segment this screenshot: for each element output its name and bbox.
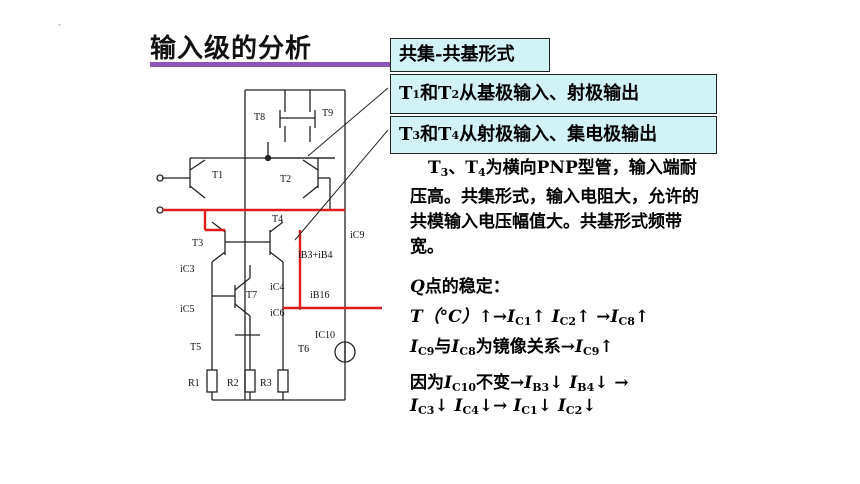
box3-sub-a: 3 xyxy=(412,128,421,142)
l1-d: ↑ xyxy=(634,307,650,327)
l2-s2: C8 xyxy=(459,345,476,358)
label-ic5: iC5 xyxy=(180,304,194,315)
box2-sub-a: 1 xyxy=(412,87,421,101)
l4-s3: C1 xyxy=(521,404,538,417)
callout-pointers xyxy=(294,87,389,241)
label-ib16: iB16 xyxy=(310,290,329,301)
l2-s3: C9 xyxy=(582,345,600,358)
l1-b: ↑ xyxy=(531,307,552,327)
l3-s3: B4 xyxy=(577,381,595,394)
label-ic4: iC4 xyxy=(270,282,284,293)
box2-sub-b: 2 xyxy=(451,87,460,101)
l1-a: T（°C）↑→ xyxy=(410,307,508,327)
q-line-1: T（°C）↑→IC1↑ IC2↑ →IC8↑ xyxy=(410,302,649,328)
l3-a: 因为 xyxy=(410,373,444,393)
l1-i3: I xyxy=(610,307,619,327)
l3-i2: I xyxy=(524,373,533,393)
label-r3: R3 xyxy=(260,378,272,389)
l3-s2: B3 xyxy=(532,381,550,394)
q-line-2: IC9与IC8为镜像关系→IC9↑ xyxy=(410,332,614,358)
q-point-title: Q点的稳定： xyxy=(410,272,510,297)
l4-b: ↓→ xyxy=(478,396,514,416)
l2-c: ↑ xyxy=(599,337,614,357)
box3-text-c: 从射极输入、集电极输出 xyxy=(459,124,658,145)
label-t1: T1 xyxy=(212,170,223,181)
q-line-3: 因为IC10不变→IB3↓ IB4↓ → xyxy=(410,368,629,394)
box3-sub-b: 4 xyxy=(451,128,460,142)
l1-i1: I xyxy=(507,307,516,327)
box3-text-a: T xyxy=(399,124,413,145)
l4-i2: I xyxy=(454,396,463,416)
l2-b: 为镜像关系→ xyxy=(475,337,575,357)
para-sep: 、T xyxy=(448,158,478,178)
label-r2: R2 xyxy=(227,378,239,389)
l2-s1: C9 xyxy=(417,345,435,358)
corner-mark: - xyxy=(58,20,62,30)
l4-i1: I xyxy=(410,396,418,416)
l4-s4: C2 xyxy=(565,404,583,417)
l3-d: ↓ → xyxy=(594,373,629,393)
label-ic9: iC9 xyxy=(350,230,364,241)
l3-c: ↓ xyxy=(549,373,570,393)
description-paragraph: T3、T4为横向PNP型管，输入端耐压高。共集形式，输入电阻大，允许的共模输入电… xyxy=(410,156,710,260)
label-t7: T7 xyxy=(246,290,257,301)
l3-b: 不变→ xyxy=(476,373,525,393)
para-t: T xyxy=(428,158,441,178)
circuit-labels: T8 T9 T1 T2 T3 T4 iC3 iC5 T7 iC4 iC6 iB3… xyxy=(180,108,364,389)
label-t6: T6 xyxy=(298,344,309,355)
l4-s2: C4 xyxy=(462,404,479,417)
l1-s3: C8 xyxy=(618,315,635,328)
label-t4: T4 xyxy=(272,214,283,225)
label-t9: T9 xyxy=(322,108,333,119)
q-letter: Q xyxy=(410,277,425,297)
label-r1: R1 xyxy=(188,378,200,389)
q-line-4: IC3↓ IC4↓→ IC1↓ IC2↓ xyxy=(410,396,597,417)
callout-cc-cb-form: 共集-共基形式 xyxy=(390,38,550,72)
l3-i1: I xyxy=(444,373,452,393)
para-sub4: 4 xyxy=(477,166,486,179)
box3-text-b: 和T xyxy=(420,124,452,145)
circuit-wires xyxy=(156,89,356,401)
para-sub3: 3 xyxy=(440,166,449,179)
l4-a: ↓ xyxy=(434,396,455,416)
l1-c: ↑ → xyxy=(576,307,611,327)
l4-i3: I xyxy=(513,396,522,416)
label-ic10: IC10 xyxy=(315,330,335,341)
label-ic6: iC6 xyxy=(270,308,284,319)
l2-i2: I xyxy=(451,337,460,357)
l1-s1: C1 xyxy=(515,315,532,328)
circuit-diagram: T8 T9 T1 T2 T3 T4 iC3 iC5 T7 iC4 iC6 iB3… xyxy=(156,87,389,401)
label-ic3: iC3 xyxy=(180,264,194,275)
label-ib34: iB3+iB4 xyxy=(298,250,333,261)
para-text: 为横向PNP型管，输入端耐压高。共集形式，输入电阻大，允许的共模输入电压幅值大。… xyxy=(410,158,699,257)
l4-i4: I xyxy=(557,396,566,416)
l2-a: 与 xyxy=(434,337,452,357)
q-title-rest: 点的稳定： xyxy=(424,277,510,297)
l1-i2: I xyxy=(551,307,560,327)
l3-s1: C10 xyxy=(451,381,477,394)
slide-title: 输入级的分析 xyxy=(150,34,313,64)
title-underline xyxy=(150,62,398,67)
l4-c: ↓ xyxy=(537,396,558,416)
label-t3: T3 xyxy=(192,238,203,249)
l2-i3: I xyxy=(575,337,583,357)
label-t8: T8 xyxy=(254,112,265,123)
highlight-wires xyxy=(163,208,382,310)
l3-i3: I xyxy=(569,373,578,393)
l1-s2: C2 xyxy=(559,315,577,328)
label-t2: T2 xyxy=(280,174,291,185)
l2-i1: I xyxy=(410,337,418,357)
box2-text-c: 从基极输入、射极输出 xyxy=(459,83,640,104)
box2-text-b: 和T xyxy=(420,83,452,104)
l4-d: ↓ xyxy=(582,396,597,416)
l4-s1: C3 xyxy=(417,404,435,417)
box2-text-a: T xyxy=(399,83,413,104)
label-t5: T5 xyxy=(190,342,201,353)
